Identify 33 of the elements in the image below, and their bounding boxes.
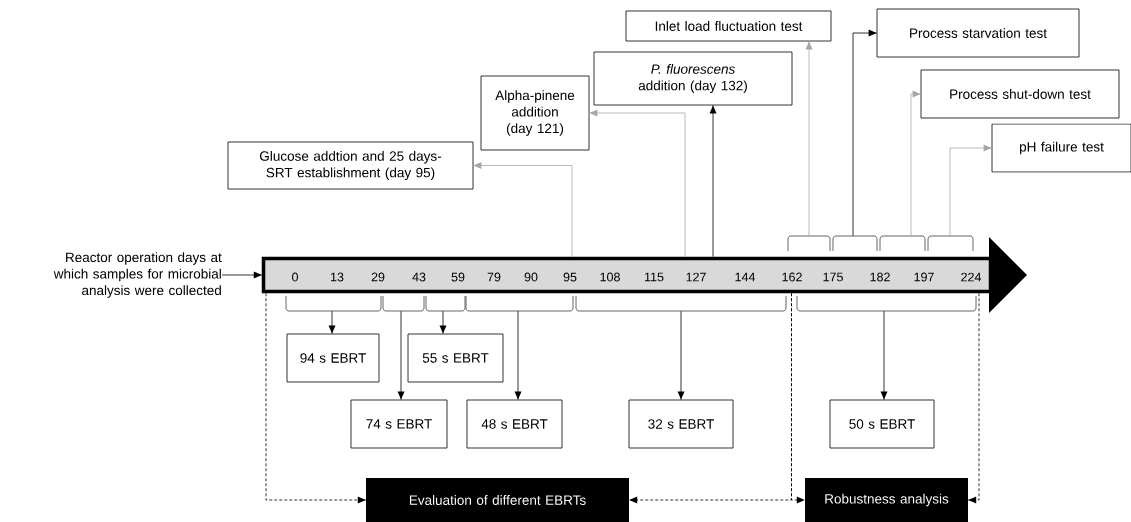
ebrt-box: 55 s EBRT (407, 333, 504, 383)
arrow (439, 310, 447, 334)
arrow (949, 144, 992, 237)
arrow (880, 310, 888, 400)
arrow (967, 292, 980, 504)
arrow (397, 310, 405, 400)
event-box: Inlet load fluctuation test (625, 10, 832, 42)
ebrt-box: 32 s EBRT (628, 399, 734, 449)
event-box: Process starvation test (876, 8, 1080, 58)
arrow (589, 109, 686, 258)
arrow (709, 105, 717, 258)
label-box: Evaluation of different EBRTs (366, 478, 629, 522)
arrow (514, 310, 522, 400)
arrow (805, 41, 813, 237)
arrow (852, 29, 877, 237)
ebrt-box: 50 s EBRT (829, 399, 935, 449)
ebrt-box: 74 s EBRT (350, 399, 448, 449)
event-box: pH failure test (991, 123, 1131, 173)
event-box: Process shut-down test (920, 69, 1120, 119)
arrow (677, 310, 685, 400)
event-box: Alpha-pinene addition (day 121) (480, 75, 590, 151)
event-box: Glucose addtion and 25 days-SRT establishment (day 95) (227, 141, 474, 190)
arrow (473, 162, 573, 258)
ebrt-box: 48 s EBRT (466, 399, 563, 449)
caption-text: Reactor operation days at which samples for microbial analysis were collected (53, 252, 222, 298)
arrow (265, 292, 367, 504)
label-box: Robustness analysis (805, 478, 968, 522)
event-box: P. fluorescens addition (day 132) (593, 51, 793, 106)
arrow (328, 310, 336, 334)
arrow (221, 271, 263, 279)
arrow (910, 90, 921, 237)
ebrt-box: 94 s EBRT (286, 333, 380, 383)
arrow (791, 292, 806, 504)
